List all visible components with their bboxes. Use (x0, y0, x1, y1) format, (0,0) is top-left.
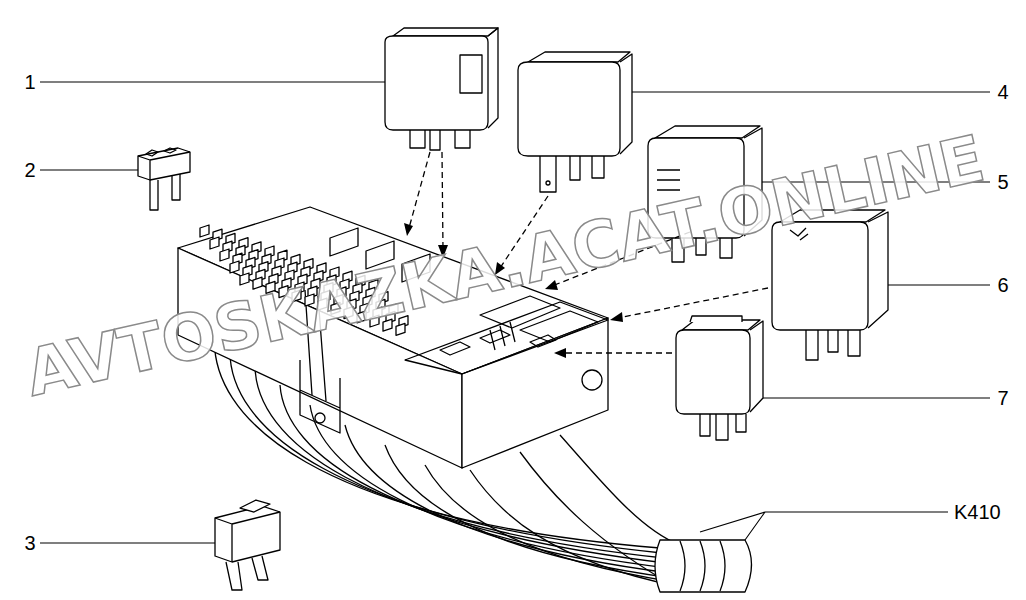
fuse-slot (253, 277, 262, 289)
relay (676, 316, 763, 440)
callout-number: 4 (997, 82, 1008, 102)
fuse-slot (220, 249, 229, 261)
relay (518, 52, 632, 192)
callout-number: K410 (954, 502, 1001, 522)
blade-fuse (138, 148, 190, 210)
callout-number: 3 (24, 533, 35, 553)
callout-number: 2 (24, 160, 35, 180)
callout-number: 5 (997, 172, 1008, 192)
maxi-fuse (215, 500, 280, 590)
relay (385, 28, 498, 150)
relay-socket (330, 228, 358, 256)
fuse-slot (210, 237, 219, 249)
fuse-slot (240, 273, 249, 285)
fuse-slot (230, 261, 239, 273)
callout-number: 1 (24, 72, 35, 92)
fuse-slot (200, 225, 209, 237)
callout-number: 7 (997, 388, 1008, 408)
fuse-slot (396, 323, 405, 335)
callout-number: 6 (997, 275, 1008, 295)
